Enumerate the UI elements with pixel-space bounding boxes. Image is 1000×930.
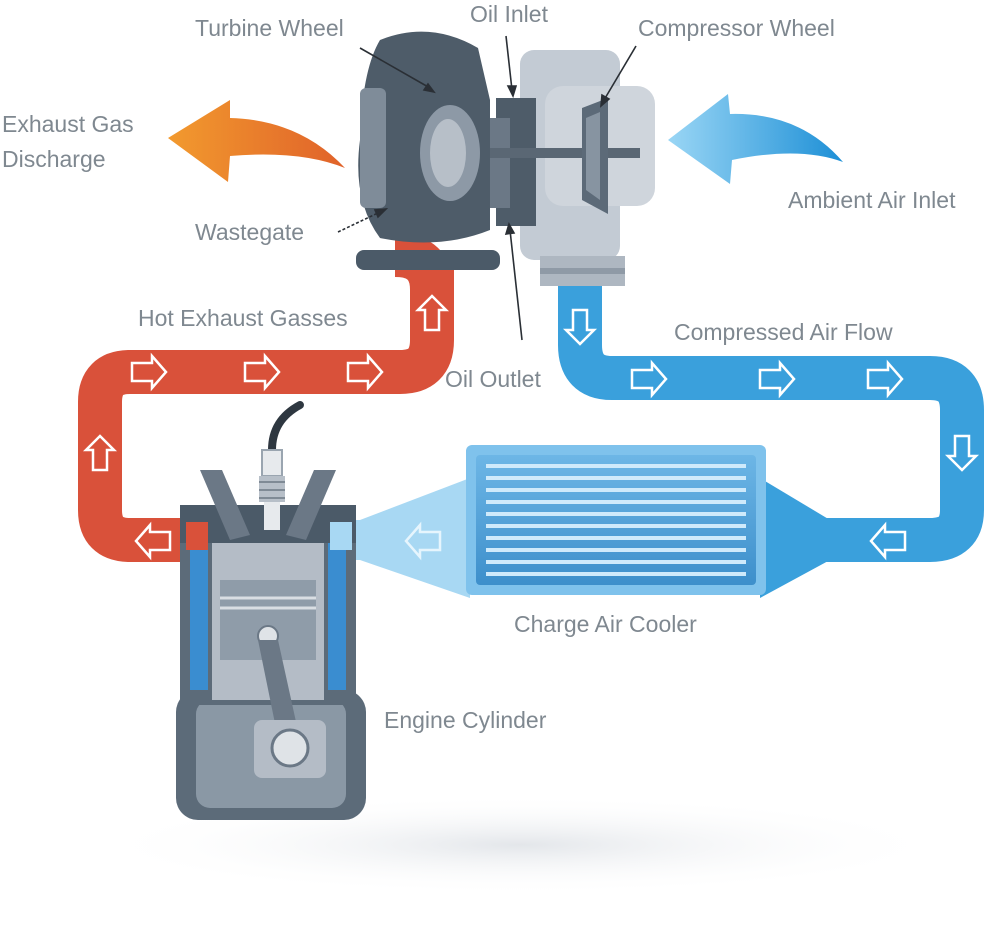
exhaust-discharge-arrow	[168, 100, 345, 182]
label-engine-cylinder: Engine Cylinder	[384, 707, 547, 733]
flow-arrow	[944, 434, 980, 472]
engine-cylinder	[176, 401, 366, 820]
flow-arrow	[404, 521, 442, 561]
flow-arrow	[866, 359, 904, 399]
label-exhaust-gas-line2: Discharge	[2, 146, 106, 172]
label-hot-exhaust-gasses: Hot Exhaust Gasses	[138, 305, 348, 331]
flow-arrow	[630, 359, 668, 399]
label-compressor-wheel: Compressor Wheel	[638, 15, 835, 41]
label-wastegate: Wastegate	[195, 219, 304, 245]
charge-air-cooler	[466, 445, 830, 598]
flow-arrow	[562, 308, 598, 346]
label-compressed-air-flow: Compressed Air Flow	[674, 319, 893, 345]
exhaust-flow-arrows	[82, 294, 450, 561]
label-turbine-wheel: Turbine Wheel	[195, 15, 344, 41]
label-charge-air-cooler: Charge Air Cooler	[514, 611, 697, 637]
flow-arrow	[869, 521, 907, 561]
flow-arrow	[414, 294, 450, 332]
flow-arrow	[134, 521, 172, 561]
label-oil-inlet: Oil Inlet	[470, 1, 549, 27]
flow-arrow	[758, 359, 796, 399]
flow-arrow	[243, 352, 281, 392]
ambient-air-arrow	[668, 94, 843, 184]
label-exhaust-gas-line1: Exhaust Gas	[2, 111, 134, 137]
label-ambient-air-inlet: Ambient Air Inlet	[788, 187, 956, 213]
leader-lines	[337, 35, 637, 341]
turbocharger	[356, 31, 655, 286]
flow-arrow	[82, 434, 118, 472]
flow-arrow	[130, 352, 168, 392]
air-flow-arrows	[404, 308, 980, 561]
label-oil-outlet: Oil Outlet	[445, 366, 541, 392]
flow-arrow	[346, 352, 384, 392]
